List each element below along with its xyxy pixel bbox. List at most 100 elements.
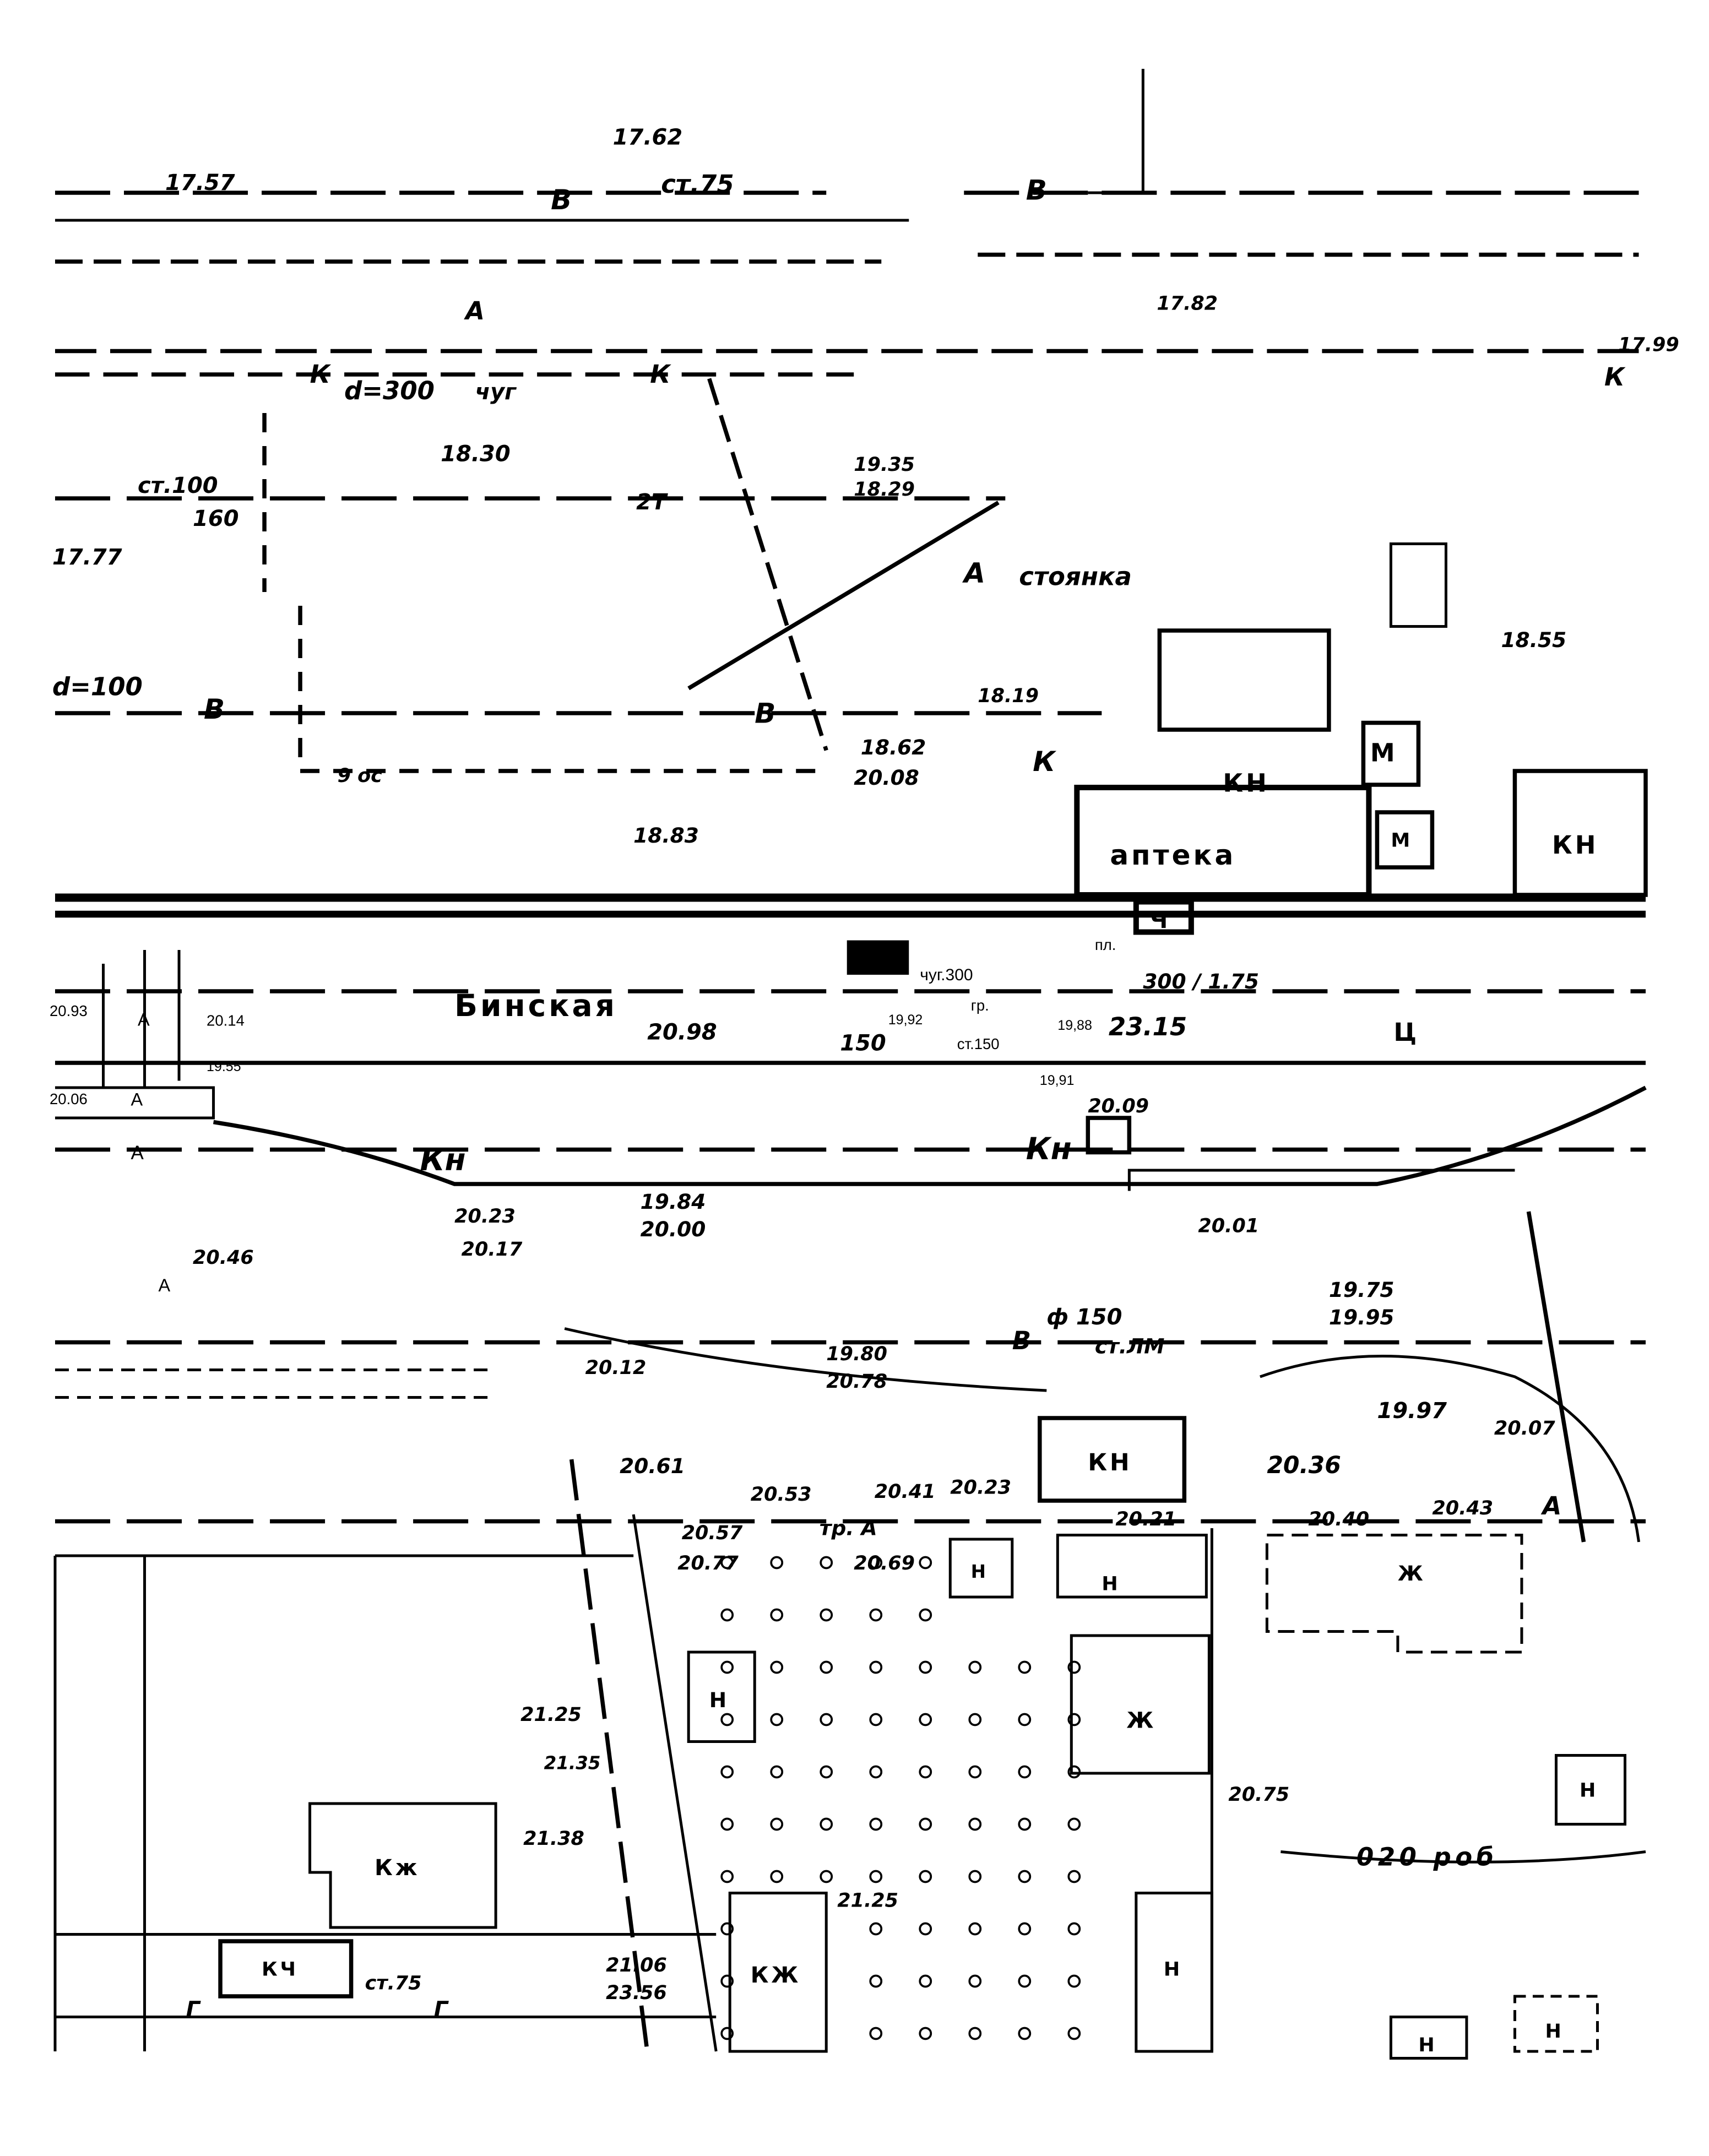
letter-label: В [204,693,225,725]
elevation-label: 21.38 [523,1828,584,1850]
tree-icon [968,1765,982,1779]
pipe-label: ф 150 [1046,1305,1122,1330]
elevation-label: 19.55 [207,1059,241,1074]
tree-icon [919,1817,932,1831]
tree-icon [919,1713,932,1726]
tree-icon [1067,1817,1081,1831]
elevation-label: 19.75 [1329,1278,1395,1302]
tree-icon [919,1608,932,1622]
letter-label: А [138,1010,150,1030]
tree-icon [720,1660,734,1674]
tree-icon [770,1660,784,1674]
building-type: Н [1580,1780,1598,1802]
elevation-label: 20.57 [682,1522,743,1544]
elevation-label: 19,92 [888,1012,923,1028]
elevation-label: 21.35 [544,1753,601,1774]
tree-icon [1067,1922,1081,1936]
building-type: КЧ [262,1959,299,1981]
tree-icon [820,1556,833,1570]
tree-icon [968,2027,982,2040]
elevation-label: 23.15 [1109,1012,1187,1041]
elevation-label: 18.55 [1501,628,1566,652]
pipe-label: ст.ЛМ [1095,1334,1165,1359]
tree-icon [820,1765,833,1779]
tree-icon [1018,2027,1032,2040]
street-name: Бинская [454,988,617,1023]
elevation-label: 20.21 [1115,1508,1176,1530]
pipe-label: тр. А [820,1516,877,1540]
pipe-label: ст.75 [365,1973,422,1995]
building-type: КЖ [751,1963,801,1988]
tree-icon [770,1765,784,1779]
elevation-label: 20.43 [1432,1497,1493,1519]
tree-icon [770,1817,784,1831]
letter-label: В [755,698,775,730]
elevation-label: 20.08 [854,765,919,790]
tree-icon [820,1817,833,1831]
tree-icon [1067,1765,1081,1779]
tree-icon [1067,1713,1081,1726]
tree-icon [770,1870,784,1883]
building-type: Н [1102,1573,1120,1595]
letter-label: Кн [1026,1131,1072,1166]
tree-icon [869,1556,883,1570]
tree-icon [1018,1870,1032,1883]
tree-icon [1018,1817,1032,1831]
building-type: Ч [1150,908,1170,933]
tree-icon [919,1974,932,1988]
elevation-label: 20.61 [620,1454,685,1478]
elevation-label: 20.23 [454,1205,516,1228]
tree-icon [820,1713,833,1726]
tree-icon [919,1922,932,1936]
letter-label: К [1033,746,1056,778]
elevation-label: 23.56 [606,1982,667,2004]
tree-icon [720,1974,734,1988]
elevation-label: 20.09 [1088,1095,1149,1117]
pipe-label: d=300 [344,376,435,405]
elevation-label: 20.93 [50,1002,88,1019]
elevation-label: 19.97 [1377,1398,1447,1424]
tree-icon [770,1608,784,1622]
letter-label: В [551,184,572,216]
tree-icon [770,1713,784,1726]
building-type: М [1370,738,1398,768]
tree-icon [720,1608,734,1622]
pipe-label: ст.100 [138,473,218,498]
elevation-label: 21.25 [520,1704,582,1726]
tree-icon [919,1870,932,1883]
tree-icon [720,1870,734,1883]
tree-icon [968,1713,982,1726]
tree-icon [869,1765,883,1779]
tree-icon [720,1765,734,1779]
buildings [218,542,1648,2060]
tree-icon [1067,1974,1081,1988]
tree-icon [720,1713,734,1726]
tree-icon [820,1660,833,1674]
tree-icon [869,1870,883,1883]
tree-icon [869,1608,883,1622]
building-type: КН [1088,1449,1132,1476]
elevation-label: 19.95 [1329,1305,1395,1329]
elevation-label: 20.41 [875,1481,936,1503]
elevation-label: 18.29 [854,479,915,501]
pipe-label: гр. [971,997,989,1014]
letter-label: А [464,296,485,325]
pipe-label: 150 [840,1031,886,1056]
elevation-label: 18.30 [441,442,511,467]
elevation-label: 20.06 [50,1090,88,1107]
elevation-label: 19,88 [1057,1018,1092,1033]
elevation-label: 20.14 [207,1012,245,1029]
pharmacy-label: аптека [1110,839,1236,871]
pipe-label: d=100 [52,672,143,702]
tree-icon [720,2027,734,2040]
letter-label: Г [434,1997,449,2023]
building-type: Ж [1398,1561,1426,1585]
letter-label: К [310,360,332,389]
building-type: КН [1552,830,1598,860]
elevation-label: 17.57 [165,170,235,195]
elevation-label: 17.77 [52,545,122,570]
elevation-label: 17.82 [1157,293,1218,315]
elevation-label: 20.23 [950,1477,1011,1499]
map-lines [53,69,1647,2052]
tree-icon [770,1556,784,1570]
